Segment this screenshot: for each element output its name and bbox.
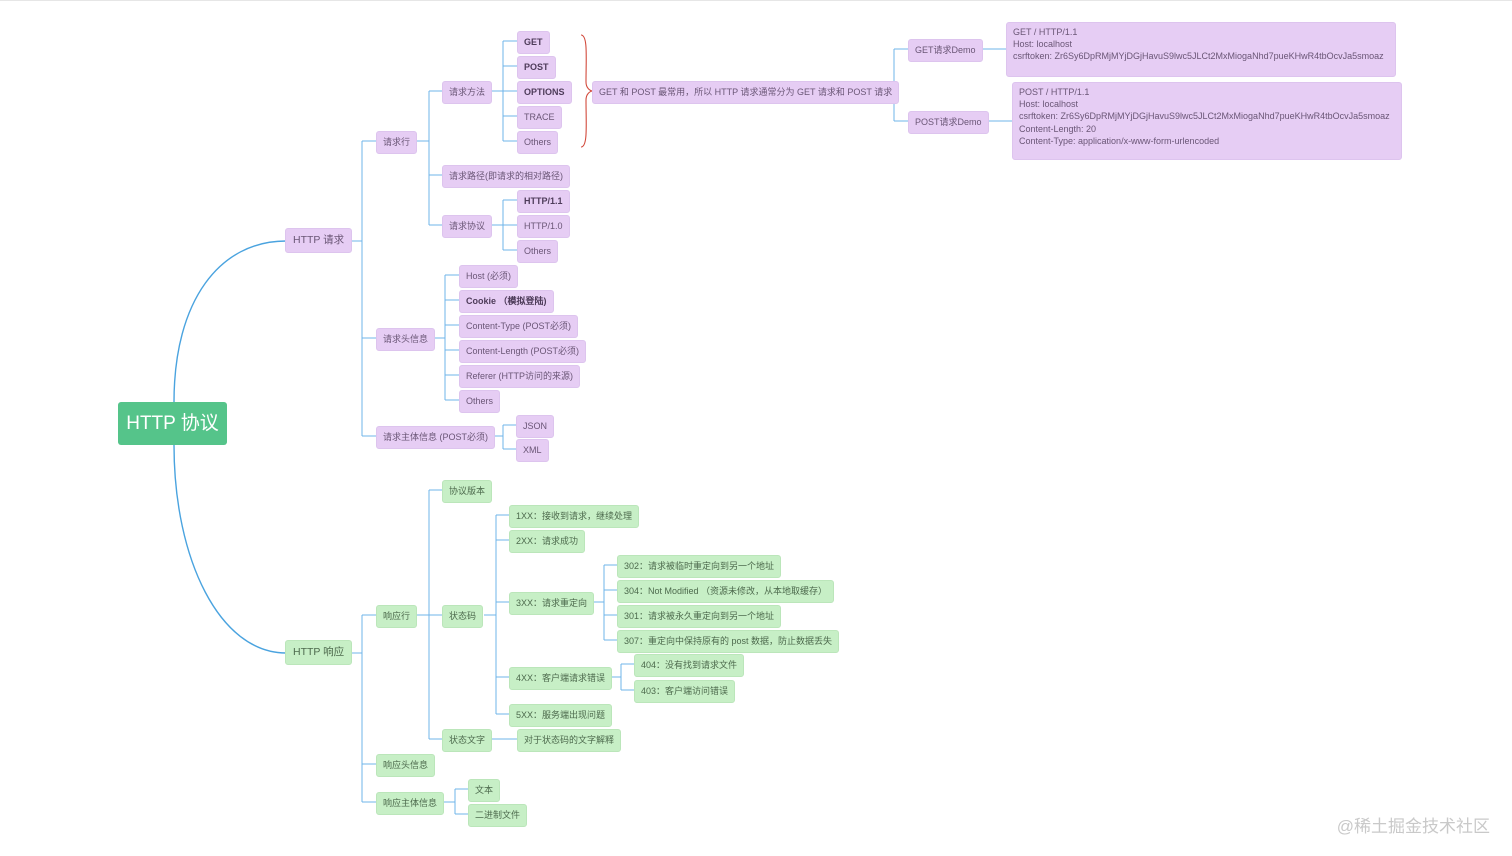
status-307-node[interactable]: 307：重定向中保持原有的 post 数据，防止数据丢失 — [617, 630, 840, 653]
status-code-node[interactable]: 状态码 — [442, 605, 484, 628]
response-headers-node[interactable]: 响应头信息 — [376, 754, 436, 777]
body-xml-node[interactable]: XML — [516, 439, 549, 462]
method-note-node[interactable]: GET 和 POST 最常用，所以 HTTP 请求通常分为 GET 请求和 PO… — [592, 81, 900, 104]
header-cookie-node[interactable]: Cookie （模拟登陆) — [459, 290, 554, 313]
header-content-type-node[interactable]: Content-Type (POST必须) — [459, 315, 579, 338]
header-content-length-node[interactable]: Content-Length (POST必须) — [459, 340, 587, 363]
get-demo-node[interactable]: GET请求Demo — [908, 39, 983, 62]
http-request-node[interactable]: HTTP 请求 — [285, 228, 353, 253]
status-304-node[interactable]: 304：Not Modified （资源未修改，从本地取缓存） — [617, 580, 835, 603]
request-method-node[interactable]: 请求方法 — [442, 81, 493, 104]
status-2xx-node[interactable]: 2XX：请求成功 — [509, 530, 586, 553]
root-node[interactable]: HTTP 协议 — [118, 402, 227, 445]
status-302-node[interactable]: 302：请求被临时重定向到另一个地址 — [617, 555, 782, 578]
method-post-node[interactable]: POST — [517, 56, 556, 79]
request-path-node[interactable]: 请求路径(即请求的相对路径) — [442, 165, 570, 188]
status-text-desc-node[interactable]: 对于状态码的文字解释 — [517, 729, 622, 752]
status-301-node[interactable]: 301：请求被永久重定向到另一个地址 — [617, 605, 782, 628]
response-body-node[interactable]: 响应主体信息 — [376, 792, 445, 815]
status-4xx-node[interactable]: 4XX：客户端请求错误 — [509, 667, 613, 690]
post-demo-detail[interactable]: POST / HTTP/1.1 Host: localhost csrftoke… — [1012, 82, 1402, 160]
status-1xx-node[interactable]: 1XX：接收到请求，继续处理 — [509, 505, 640, 528]
request-headers-node[interactable]: 请求头信息 — [376, 328, 436, 351]
get-demo-detail[interactable]: GET / HTTP/1.1 Host: localhost csrftoken… — [1006, 22, 1396, 77]
status-403-node[interactable]: 403：客户端访问错误 — [634, 680, 736, 703]
method-trace-node[interactable]: TRACE — [517, 106, 562, 129]
method-get-node[interactable]: GET — [517, 31, 550, 54]
watermark-text: @稀土掘金技术社区 — [1336, 817, 1490, 836]
body-json-node[interactable]: JSON — [516, 415, 555, 438]
post-demo-node[interactable]: POST请求Demo — [908, 111, 989, 134]
method-others-node[interactable]: Others — [517, 131, 559, 154]
header-host-node[interactable]: Host (必须) — [459, 265, 519, 288]
header-referer-node[interactable]: Referer (HTTP访问的来源) — [459, 365, 581, 388]
header-others-node[interactable]: Others — [459, 390, 501, 413]
protocol-others-node[interactable]: Others — [517, 240, 559, 263]
request-protocol-node[interactable]: 请求协议 — [442, 215, 493, 238]
protocol-version-node[interactable]: 协议版本 — [442, 480, 493, 503]
http-response-node[interactable]: HTTP 响应 — [285, 640, 353, 665]
status-404-node[interactable]: 404：没有找到请求文件 — [634, 654, 745, 677]
status-text-node[interactable]: 状态文字 — [442, 729, 493, 752]
protocol-http10-node[interactable]: HTTP/1.0 — [517, 215, 570, 238]
status-5xx-node[interactable]: 5XX：服务端出现问题 — [509, 704, 613, 727]
response-line-node[interactable]: 响应行 — [376, 605, 418, 628]
body-text-node[interactable]: 文本 — [468, 779, 501, 802]
top-divider — [0, 0, 1512, 1]
body-binary-node[interactable]: 二进制文件 — [468, 804, 528, 827]
method-options-node[interactable]: OPTIONS — [517, 81, 572, 104]
request-line-node[interactable]: 请求行 — [376, 131, 418, 154]
status-3xx-node[interactable]: 3XX：请求重定向 — [509, 592, 595, 615]
protocol-http11-node[interactable]: HTTP/1.1 — [517, 190, 570, 213]
request-body-node[interactable]: 请求主体信息 (POST必须) — [376, 426, 495, 449]
